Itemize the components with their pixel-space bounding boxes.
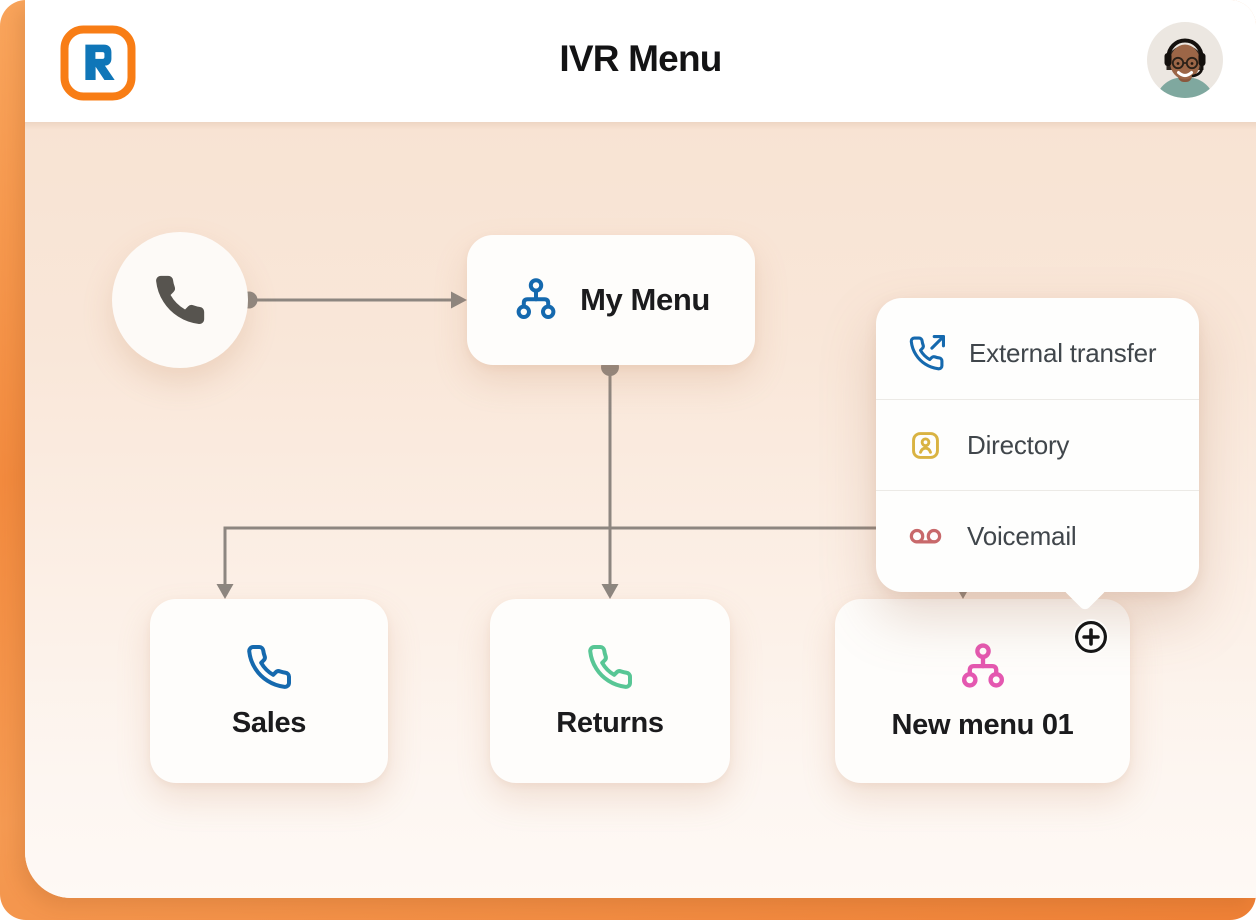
page-title: IVR Menu — [559, 38, 722, 79]
plus-circle-icon — [1075, 621, 1107, 653]
voicemail-icon — [909, 529, 942, 544]
menu-node-my-menu[interactable]: My Menu — [467, 235, 755, 365]
phone-outline-icon — [588, 644, 633, 689]
menu-tree-icon — [961, 642, 1004, 688]
menu-item-external-transfer[interactable]: External transfer — [876, 308, 1199, 399]
node-options-popup: External transfer Directory — [876, 298, 1199, 612]
menu-item-voicemail[interactable]: Voicemail — [876, 490, 1199, 582]
menu-node-returns[interactable]: Returns — [490, 599, 730, 783]
menu-item-label: External transfer — [969, 337, 1157, 368]
phone-filled-icon — [156, 275, 205, 324]
popup-menu-list: External transfer Directory — [876, 298, 1199, 592]
menu-node-sales[interactable]: Sales — [150, 599, 388, 783]
phone-outline-icon — [247, 644, 292, 689]
header: IVR Menu — [25, 0, 1256, 122]
ringcentral-logo-icon[interactable] — [60, 25, 136, 101]
incoming-call-node[interactable] — [112, 232, 248, 368]
external-transfer-icon — [909, 334, 945, 371]
directory-icon — [912, 431, 939, 459]
flow-canvas: My Menu Sales Returns — [25, 122, 1256, 898]
menu-tree-icon — [516, 278, 556, 319]
node-label: Returns — [556, 706, 664, 739]
node-label: My Menu — [580, 282, 710, 317]
user-avatar[interactable] — [1147, 22, 1223, 98]
app-content-panel: IVR Menu — [25, 0, 1256, 898]
add-node-button[interactable] — [1073, 619, 1109, 655]
node-label: New menu 01 — [891, 708, 1074, 741]
node-label: Sales — [231, 706, 307, 739]
menu-item-label: Voicemail — [967, 521, 1077, 552]
menu-item-directory[interactable]: Directory — [876, 398, 1199, 491]
menu-item-label: Directory — [967, 429, 1070, 460]
